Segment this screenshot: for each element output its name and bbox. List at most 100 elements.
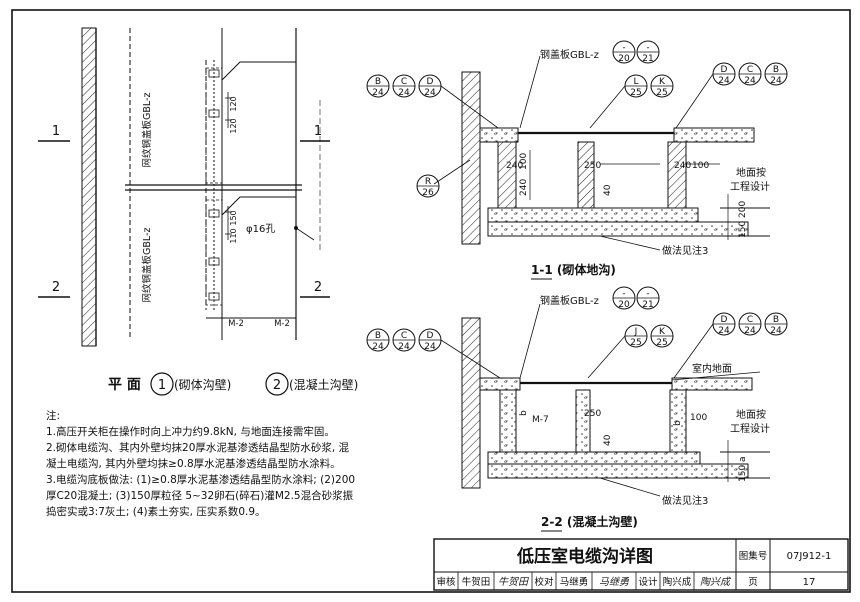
svg-text:J: J xyxy=(634,327,638,337)
section-2-drawing xyxy=(461,303,770,497)
plan-dim-upper-b: 120 xyxy=(229,118,238,133)
drawing-title: 低压室电缆沟详图 xyxy=(516,546,653,567)
svg-text:24: 24 xyxy=(744,76,756,86)
s2-indoor-label: 室内地面 xyxy=(692,362,732,375)
note-line-1: 1.高压开关柜在操作时向上冲力约9.8kN, 与地面连接需牢固。 xyxy=(46,426,335,438)
svg-text:C: C xyxy=(401,77,407,87)
svg-text:C: C xyxy=(401,331,407,341)
plan-caption-text2: (混凝土沟壁) xyxy=(289,377,358,392)
svg-text:24: 24 xyxy=(372,342,384,352)
svg-text:-: - xyxy=(622,289,625,299)
svg-text:B: B xyxy=(375,331,381,341)
svg-text:21: 21 xyxy=(642,54,653,64)
svg-text:20: 20 xyxy=(618,300,630,310)
s1-dim-8: 200 xyxy=(738,201,748,218)
s2-caption: 2-2 (混凝土沟壁) xyxy=(541,514,638,529)
svg-text:B: B xyxy=(773,315,779,325)
section-marker-2b: 2 xyxy=(314,280,322,295)
svg-text:24: 24 xyxy=(744,326,756,336)
sheet-border xyxy=(11,9,851,593)
s1-floor-label-1: 地面按 xyxy=(736,166,766,179)
note-line-6: 捣密实或3:7灰土; (4)素土夯实, 压实系数0.9。 xyxy=(46,506,266,518)
svg-text:24: 24 xyxy=(398,88,410,98)
note-line-4: 3.电缆沟底板做法: (1)≥0.8厚水泥基渗透结晶型防水涂料; (2)200 xyxy=(46,474,356,486)
s1-practice-note: 做法见注3 xyxy=(662,244,708,257)
section-1-drawing xyxy=(433,55,770,251)
s2-cover-label: 钢盖板GBL-z xyxy=(540,294,599,307)
svg-text:20: 20 xyxy=(618,54,630,64)
s2-refs-left: B 24 C 24 D 24 xyxy=(366,328,501,379)
svg-text:K: K xyxy=(659,77,666,87)
svg-text:25: 25 xyxy=(630,338,641,348)
section-marker-1a: 1 xyxy=(52,124,60,139)
s1-dim-5: 240 xyxy=(674,161,691,171)
note-line-5: 厚C20混凝土; (3)150厚粒径 5~32卵石(碎石)灌M2.5混合砂浆振 xyxy=(46,490,354,502)
reviewer-signature: 牛贺田 xyxy=(498,576,529,588)
s1-dim-3: 250 xyxy=(584,161,601,171)
caption-circle-2 xyxy=(265,372,289,396)
s1-refs-right: D 24 C 24 B 24 xyxy=(675,62,788,129)
s1-dim-4: 40 xyxy=(603,184,613,196)
plan-dim-lower-b: 110 xyxy=(229,228,238,243)
svg-text:D: D xyxy=(721,65,728,75)
titleblock-grid xyxy=(433,538,849,591)
svg-text:24: 24 xyxy=(770,326,782,336)
svg-text:25: 25 xyxy=(630,88,641,98)
svg-text:C: C xyxy=(747,315,753,325)
notes-heading: 注: xyxy=(46,410,61,422)
checker-signature: 马继勇 xyxy=(599,576,630,588)
note-line-2: 2.砌体电缆沟、其内外壁均抹20厚水泥基渗透结晶型防水砂浆, 混 xyxy=(46,442,350,454)
s1-dim-6: 100 xyxy=(692,161,709,171)
plan-caption-num2: 2 xyxy=(273,378,281,393)
svg-text:24: 24 xyxy=(424,88,436,98)
svg-text:D: D xyxy=(721,315,728,325)
page-number: 17 xyxy=(803,577,816,588)
caption-circle-1 xyxy=(150,372,174,396)
s1-caption: 1-1 (砌体地沟) xyxy=(531,262,616,277)
svg-text:D: D xyxy=(427,331,434,341)
plan-caption-prefix: 平 面 xyxy=(108,377,141,393)
m2-left-label: M-2 xyxy=(228,319,244,329)
s1-dim-7: 150 xyxy=(738,221,748,238)
s2-dim-1: 250 xyxy=(584,409,601,419)
svg-text:21: 21 xyxy=(642,300,653,310)
s2-dim-5: 150 xyxy=(738,465,748,482)
s1-dim-1: 240 xyxy=(519,179,529,196)
svg-text:25: 25 xyxy=(656,338,667,348)
s1-ref-r: R 26 xyxy=(416,174,440,198)
svg-text:C: C xyxy=(747,65,753,75)
note-line-3: 凝土电缆沟, 其内外壁均抹≥0.8厚水泥基渗透结晶型防水涂料。 xyxy=(46,458,341,470)
plan-caption-num1: 1 xyxy=(158,378,166,393)
s2-dim-4: 100 xyxy=(690,413,707,423)
svg-text:-: - xyxy=(646,289,649,299)
s1-refs-left: B 24 C 24 D 24 xyxy=(366,74,499,129)
svg-text:24: 24 xyxy=(718,76,730,86)
s2-ref-cover: - 20 - 21 xyxy=(612,286,660,310)
svg-text:B: B xyxy=(375,77,381,87)
hole-label: φ16孔 xyxy=(246,223,275,235)
svg-text:24: 24 xyxy=(718,326,730,336)
svg-text:-: - xyxy=(646,43,649,53)
cover-label-lower: 网纹钢盖板GBL-z xyxy=(141,228,153,303)
s1-ref-cover: - 20 - 21 xyxy=(612,40,660,64)
svg-text:24: 24 xyxy=(398,342,410,352)
s2-m7-label: M-7 xyxy=(532,415,549,425)
svg-text:D: D xyxy=(427,77,434,87)
svg-text:-: - xyxy=(622,43,625,53)
s2-dim-0: b xyxy=(519,410,529,416)
section-marker-1b: 1 xyxy=(314,124,322,139)
atlas-number: 07J912-1 xyxy=(787,551,832,562)
s2-dim-2: 40 xyxy=(603,434,613,446)
svg-text:24: 24 xyxy=(770,76,782,86)
svg-text:24: 24 xyxy=(372,88,384,98)
s2-dim-3: b xyxy=(673,420,683,426)
svg-text:L: L xyxy=(633,77,638,87)
section-marker-2a: 2 xyxy=(52,280,60,295)
s1-dim-0: 240 xyxy=(506,161,523,171)
s1-floor-label-2: 工程设计 xyxy=(730,180,770,193)
plan-dim-upper: 120 xyxy=(229,96,238,111)
reviewer-name: 牛贺田 xyxy=(462,576,491,588)
s2-refs-right: D 24 C 24 B 24 xyxy=(673,312,788,379)
m2-right-label: M-2 xyxy=(274,319,290,329)
s2-floor-label-1: 地面按 xyxy=(736,408,766,421)
